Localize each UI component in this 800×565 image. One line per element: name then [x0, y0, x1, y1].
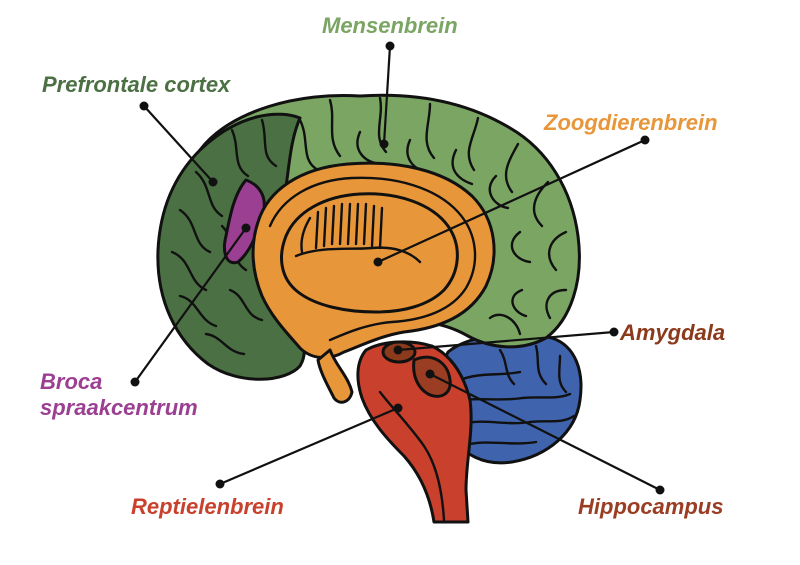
- label-reptielenbrein: Reptielenbrein: [131, 494, 284, 519]
- label-zoogdierenbrein: Zoogdierenbrein: [544, 110, 718, 135]
- label-broca-spraakcentrum: Broca spraakcentrum: [40, 369, 198, 421]
- leader-lines: [130, 41, 665, 495]
- label-amygdala: Amygdala: [620, 320, 726, 345]
- label-mensenbrein: Mensenbrein: [322, 13, 458, 38]
- limbic-zoogdierenbrein: [251, 161, 496, 404]
- label-broca-line2: spraakcentrum: [40, 395, 198, 420]
- broca-area: [223, 178, 266, 265]
- label-prefrontale-cortex: Prefrontale cortex: [42, 72, 231, 97]
- label-broca-line1: Broca: [40, 369, 103, 394]
- label-hippocampus: Hippocampus: [578, 494, 724, 519]
